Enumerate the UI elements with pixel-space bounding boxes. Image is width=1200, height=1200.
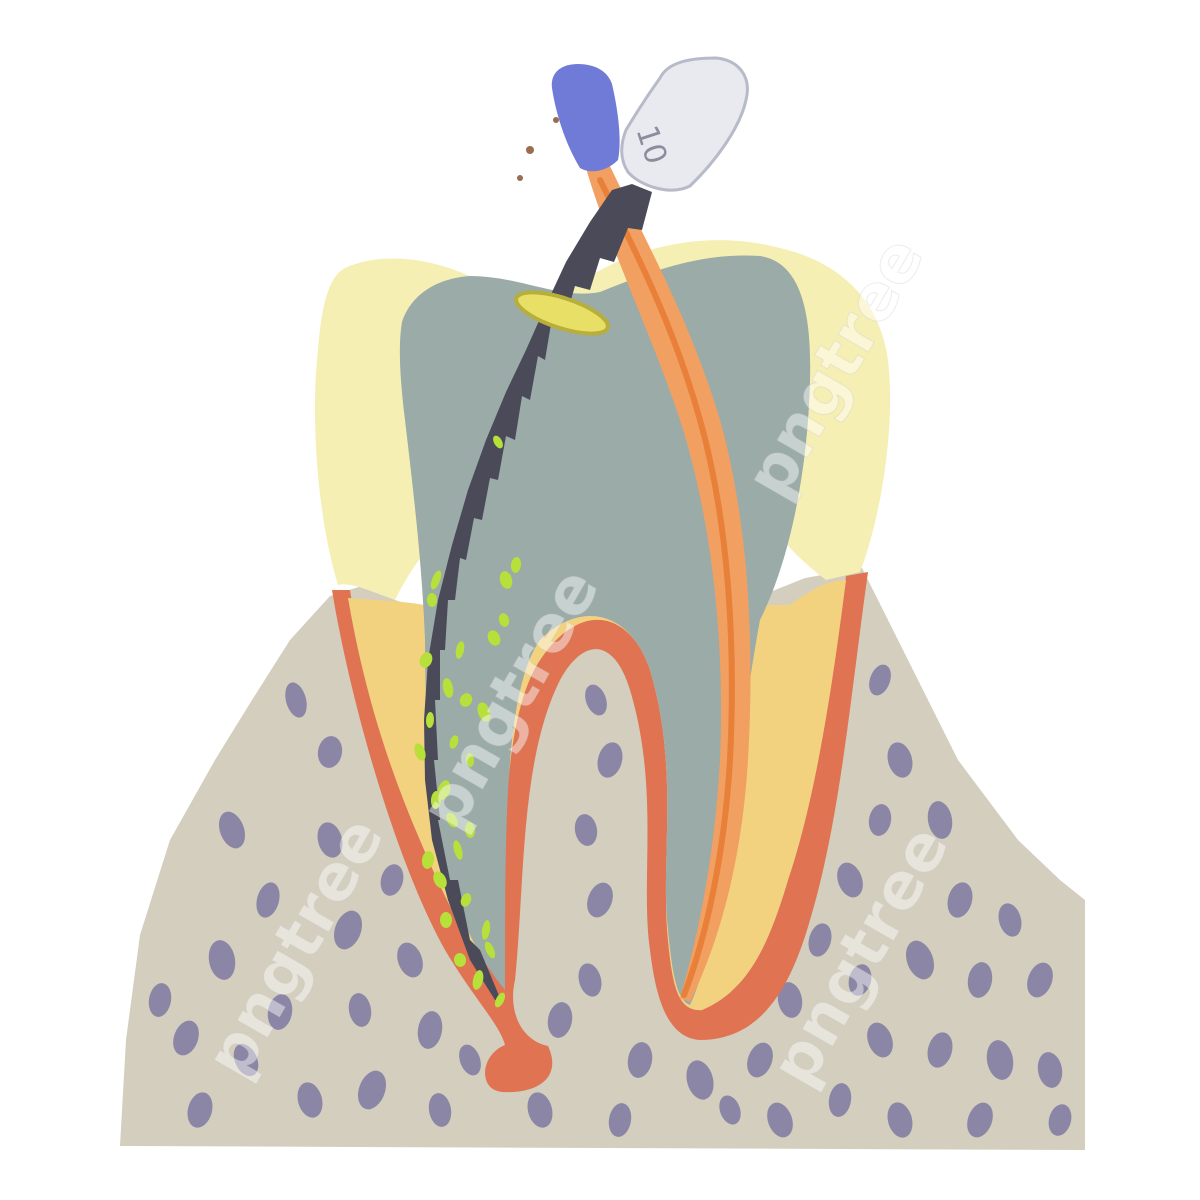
infection-particle bbox=[453, 840, 463, 860]
bone-pore bbox=[317, 822, 343, 858]
endodontic-file: 10 bbox=[424, 56, 749, 1000]
infection-particle bbox=[453, 953, 467, 967]
bone-pore bbox=[767, 1102, 793, 1138]
infection-particles bbox=[414, 435, 522, 1008]
bone-pore bbox=[578, 963, 602, 997]
infection-particle bbox=[433, 871, 447, 889]
infection-particle bbox=[498, 613, 510, 627]
bone-pore bbox=[417, 1011, 443, 1049]
bone-pore bbox=[587, 882, 613, 918]
infection-particle bbox=[465, 753, 475, 767]
gutta-percha-highlight bbox=[597, 177, 735, 998]
bone-pore bbox=[927, 1032, 953, 1068]
gutta-percha-point bbox=[551, 64, 751, 1002]
bone-pore bbox=[828, 1083, 852, 1117]
infection-particle bbox=[487, 630, 501, 646]
bone-pore bbox=[397, 942, 423, 978]
bone-pore bbox=[747, 1042, 773, 1078]
bone-pore bbox=[848, 964, 872, 996]
bone-pore bbox=[777, 982, 803, 1018]
infection-particle bbox=[510, 557, 522, 573]
infection-particle bbox=[439, 912, 453, 928]
infection-particle bbox=[455, 641, 465, 659]
infection-particle bbox=[472, 970, 484, 990]
bone-pore bbox=[187, 1092, 213, 1128]
infection-particle bbox=[449, 735, 459, 749]
bone-pore bbox=[905, 940, 935, 980]
bone-pore bbox=[837, 862, 863, 898]
infection-particle bbox=[430, 570, 442, 590]
bone-pore bbox=[869, 664, 891, 696]
bone-pore bbox=[887, 1102, 913, 1138]
infection-particle bbox=[446, 812, 458, 828]
bone-pore bbox=[585, 684, 607, 716]
bone-pore bbox=[597, 742, 623, 778]
infection-particle bbox=[477, 702, 491, 722]
bone-pore bbox=[380, 864, 404, 896]
bone-pore bbox=[967, 962, 993, 998]
bone-pore bbox=[608, 1103, 632, 1137]
bone-pore bbox=[547, 1002, 573, 1038]
bone-pore bbox=[233, 1043, 259, 1077]
bone-pore bbox=[967, 1102, 993, 1138]
bone-pore bbox=[285, 682, 307, 718]
debris-particle bbox=[526, 146, 534, 154]
bone-pore bbox=[267, 994, 293, 1030]
infection-particle bbox=[484, 941, 496, 959]
bone-pore bbox=[719, 1095, 741, 1125]
bone-pore bbox=[218, 811, 246, 849]
bone-pore bbox=[927, 801, 953, 839]
bone-pore bbox=[348, 993, 372, 1027]
bone-pore bbox=[1037, 1052, 1063, 1088]
infection-particle bbox=[421, 851, 435, 869]
infection-particle bbox=[414, 743, 426, 761]
bone-pore bbox=[867, 1022, 893, 1058]
bone-pore bbox=[297, 1082, 323, 1118]
infection-particle bbox=[481, 920, 491, 940]
bone-pore bbox=[986, 1040, 1014, 1080]
infection-particle bbox=[493, 435, 503, 449]
infection-particle bbox=[499, 571, 513, 589]
infection-particle bbox=[437, 780, 451, 800]
infection-particle bbox=[442, 678, 454, 698]
bone-pore bbox=[868, 804, 892, 836]
file-shank bbox=[424, 184, 652, 1000]
bone-pore bbox=[808, 923, 832, 957]
debris-particle bbox=[517, 175, 523, 181]
file-handle bbox=[620, 56, 749, 192]
bone-pore bbox=[317, 736, 343, 768]
bone-pore bbox=[627, 1042, 653, 1078]
bone-pores bbox=[148, 664, 1072, 1138]
infection-particle bbox=[494, 992, 506, 1008]
bone-pore bbox=[173, 1020, 199, 1056]
bone-pore bbox=[256, 882, 280, 918]
bone-pore bbox=[887, 742, 913, 778]
bone-pore bbox=[574, 814, 598, 846]
bone-pore bbox=[459, 1044, 481, 1076]
infection-particle bbox=[459, 693, 473, 707]
debris-particle bbox=[553, 117, 559, 123]
infection-particle bbox=[460, 893, 472, 907]
infection-particle bbox=[464, 822, 476, 838]
bone-pore bbox=[148, 983, 172, 1017]
infection-particle bbox=[425, 712, 435, 728]
rubber-stopper bbox=[514, 290, 610, 336]
bone-pore bbox=[527, 1092, 553, 1128]
bone-pore bbox=[333, 910, 363, 950]
bone-pore bbox=[947, 882, 973, 918]
infection-particle bbox=[426, 593, 438, 607]
infection-particle bbox=[430, 791, 442, 809]
bone-pore bbox=[428, 1093, 452, 1127]
bone-pore bbox=[1027, 962, 1053, 998]
bone-pore bbox=[1048, 1104, 1072, 1136]
bone-pore bbox=[686, 1060, 714, 1100]
bone-pore bbox=[357, 1070, 387, 1110]
bone-pore bbox=[998, 903, 1022, 937]
gutta-percha-cap bbox=[551, 64, 620, 172]
bone-pore bbox=[208, 940, 236, 980]
periodontal-outline bbox=[332, 572, 868, 1093]
infection-particle bbox=[419, 652, 433, 668]
